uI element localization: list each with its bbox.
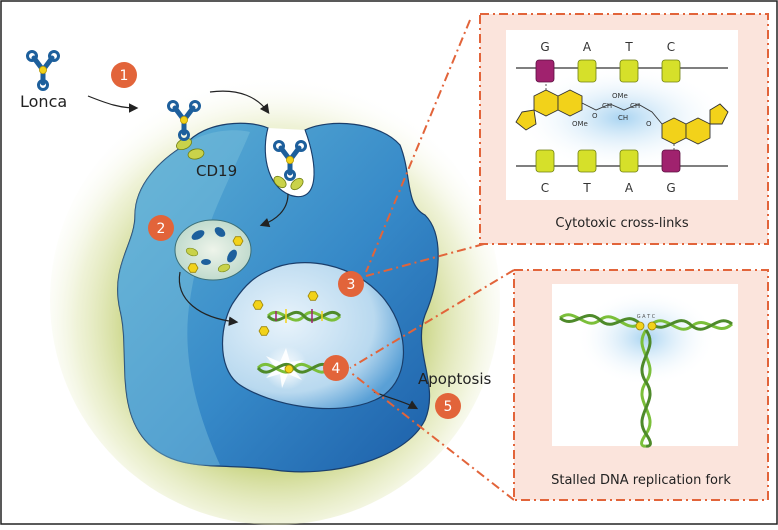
- linker-atom-label: O: [646, 120, 652, 128]
- base-bottom-1: [535, 149, 555, 173]
- crosslink-panel: OMe OMe O CH CH CH O G A T C C T A G Cyt…: [479, 13, 769, 245]
- cd19-receptor: [176, 137, 205, 160]
- svg-text:2: 2: [157, 221, 166, 237]
- replication-fork-panel: G A T C Stalled DNA replication fork: [513, 269, 769, 501]
- bottom-strand-letter: A: [625, 181, 634, 195]
- pbd-dimer-structure: [515, 84, 729, 150]
- lonca-label: Lonca: [20, 92, 67, 111]
- payload-molecule: [307, 291, 319, 301]
- linker-atom-label: O: [592, 112, 598, 120]
- linker-atom-label: CH: [602, 102, 612, 110]
- linker-atom-label: CH: [618, 114, 628, 122]
- top-strand-letter: C: [667, 40, 675, 54]
- fork-base-letters: G A T C: [637, 314, 656, 320]
- base-top-3: [619, 59, 639, 83]
- nuclear-dna-upper: [266, 309, 342, 323]
- nuclear-dna-lower: [256, 362, 332, 374]
- step-badge-1: 1: [111, 62, 137, 88]
- base-top-1: [535, 59, 555, 83]
- bottom-strand-letter: T: [582, 181, 591, 195]
- arrow-internalization: [209, 90, 270, 114]
- methoxy-label: OMe: [572, 120, 588, 128]
- payload-molecule: [252, 300, 264, 310]
- apoptosis-label: Apoptosis: [418, 370, 492, 388]
- payload-molecule: [258, 326, 270, 336]
- cell-highlight: [117, 130, 250, 466]
- linker-atom-label: CH: [630, 102, 640, 110]
- cd19-receptor-internalizing: [273, 175, 304, 191]
- arrow-binding: [87, 95, 139, 113]
- step-badge-3: 3: [338, 271, 364, 297]
- base-bottom-4: [661, 149, 681, 173]
- methoxy-label: OMe: [612, 92, 628, 100]
- bottom-strand-letter: G: [666, 181, 675, 195]
- base-bottom-2: [577, 149, 597, 173]
- top-strand-letter: T: [624, 40, 633, 54]
- svg-text:3: 3: [347, 277, 356, 293]
- step-badge-5: 5: [435, 393, 461, 419]
- degraded-antibody-fragments: [185, 227, 244, 273]
- svg-text:5: 5: [444, 399, 453, 415]
- svg-text:1: 1: [120, 68, 129, 84]
- step-badge-4: 4: [323, 355, 349, 381]
- callout-lines: [349, 19, 515, 501]
- panel-bottom-caption: Stalled DNA replication fork: [551, 473, 731, 488]
- panel-top-caption: Cytotoxic cross-links: [555, 216, 688, 231]
- step-badge-2: 2: [148, 215, 174, 241]
- top-strand-letter: G: [540, 40, 549, 54]
- cd19-label: CD19: [196, 162, 237, 180]
- base-bottom-3: [619, 149, 639, 173]
- base-top-2: [577, 59, 597, 83]
- arrow-to-nucleus: [178, 271, 239, 326]
- svg-text:4: 4: [332, 361, 341, 377]
- top-strand-letter: A: [583, 40, 592, 54]
- bottom-strand-letter: C: [541, 181, 549, 195]
- base-top-4: [661, 59, 681, 83]
- arrow-to-endosome: [259, 193, 289, 228]
